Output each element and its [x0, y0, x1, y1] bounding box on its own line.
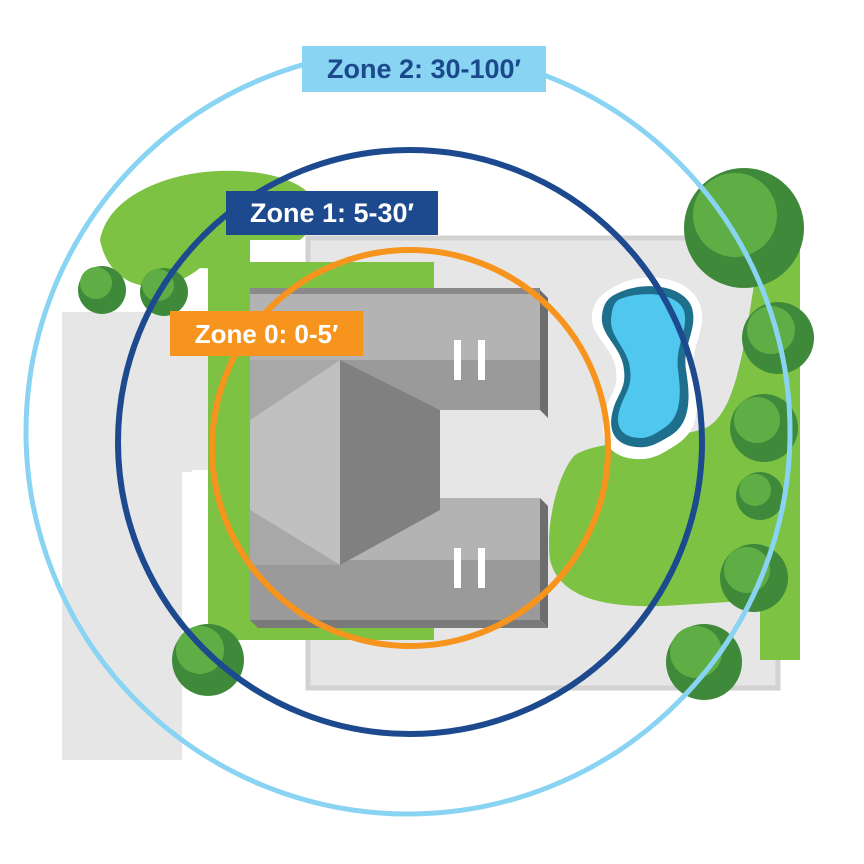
tree-icon	[172, 624, 244, 696]
roof-hip-left	[250, 360, 340, 565]
vent-icon	[454, 340, 485, 588]
zone-2-label-box	[302, 46, 546, 92]
zone-0-ring	[209, 247, 611, 649]
zone-1-label-box	[226, 191, 438, 235]
zone-2-label: Zone 2: 30-100′	[326, 53, 522, 84]
tree-icon	[78, 266, 126, 314]
tree-icon	[736, 472, 784, 520]
roof-top-wing-lower	[340, 360, 540, 410]
zone-1-label: Zone 1: 5-30′	[249, 197, 415, 228]
zone-0-label-box	[170, 311, 363, 356]
tree-icon	[684, 168, 804, 288]
trees	[78, 168, 814, 700]
roof-hip-right	[340, 360, 440, 565]
zone-1-ring	[115, 147, 705, 737]
zone-0-label: Zone 0: 0-5′	[194, 318, 339, 349]
tree-icon	[720, 544, 788, 612]
tree-icon	[730, 394, 798, 462]
